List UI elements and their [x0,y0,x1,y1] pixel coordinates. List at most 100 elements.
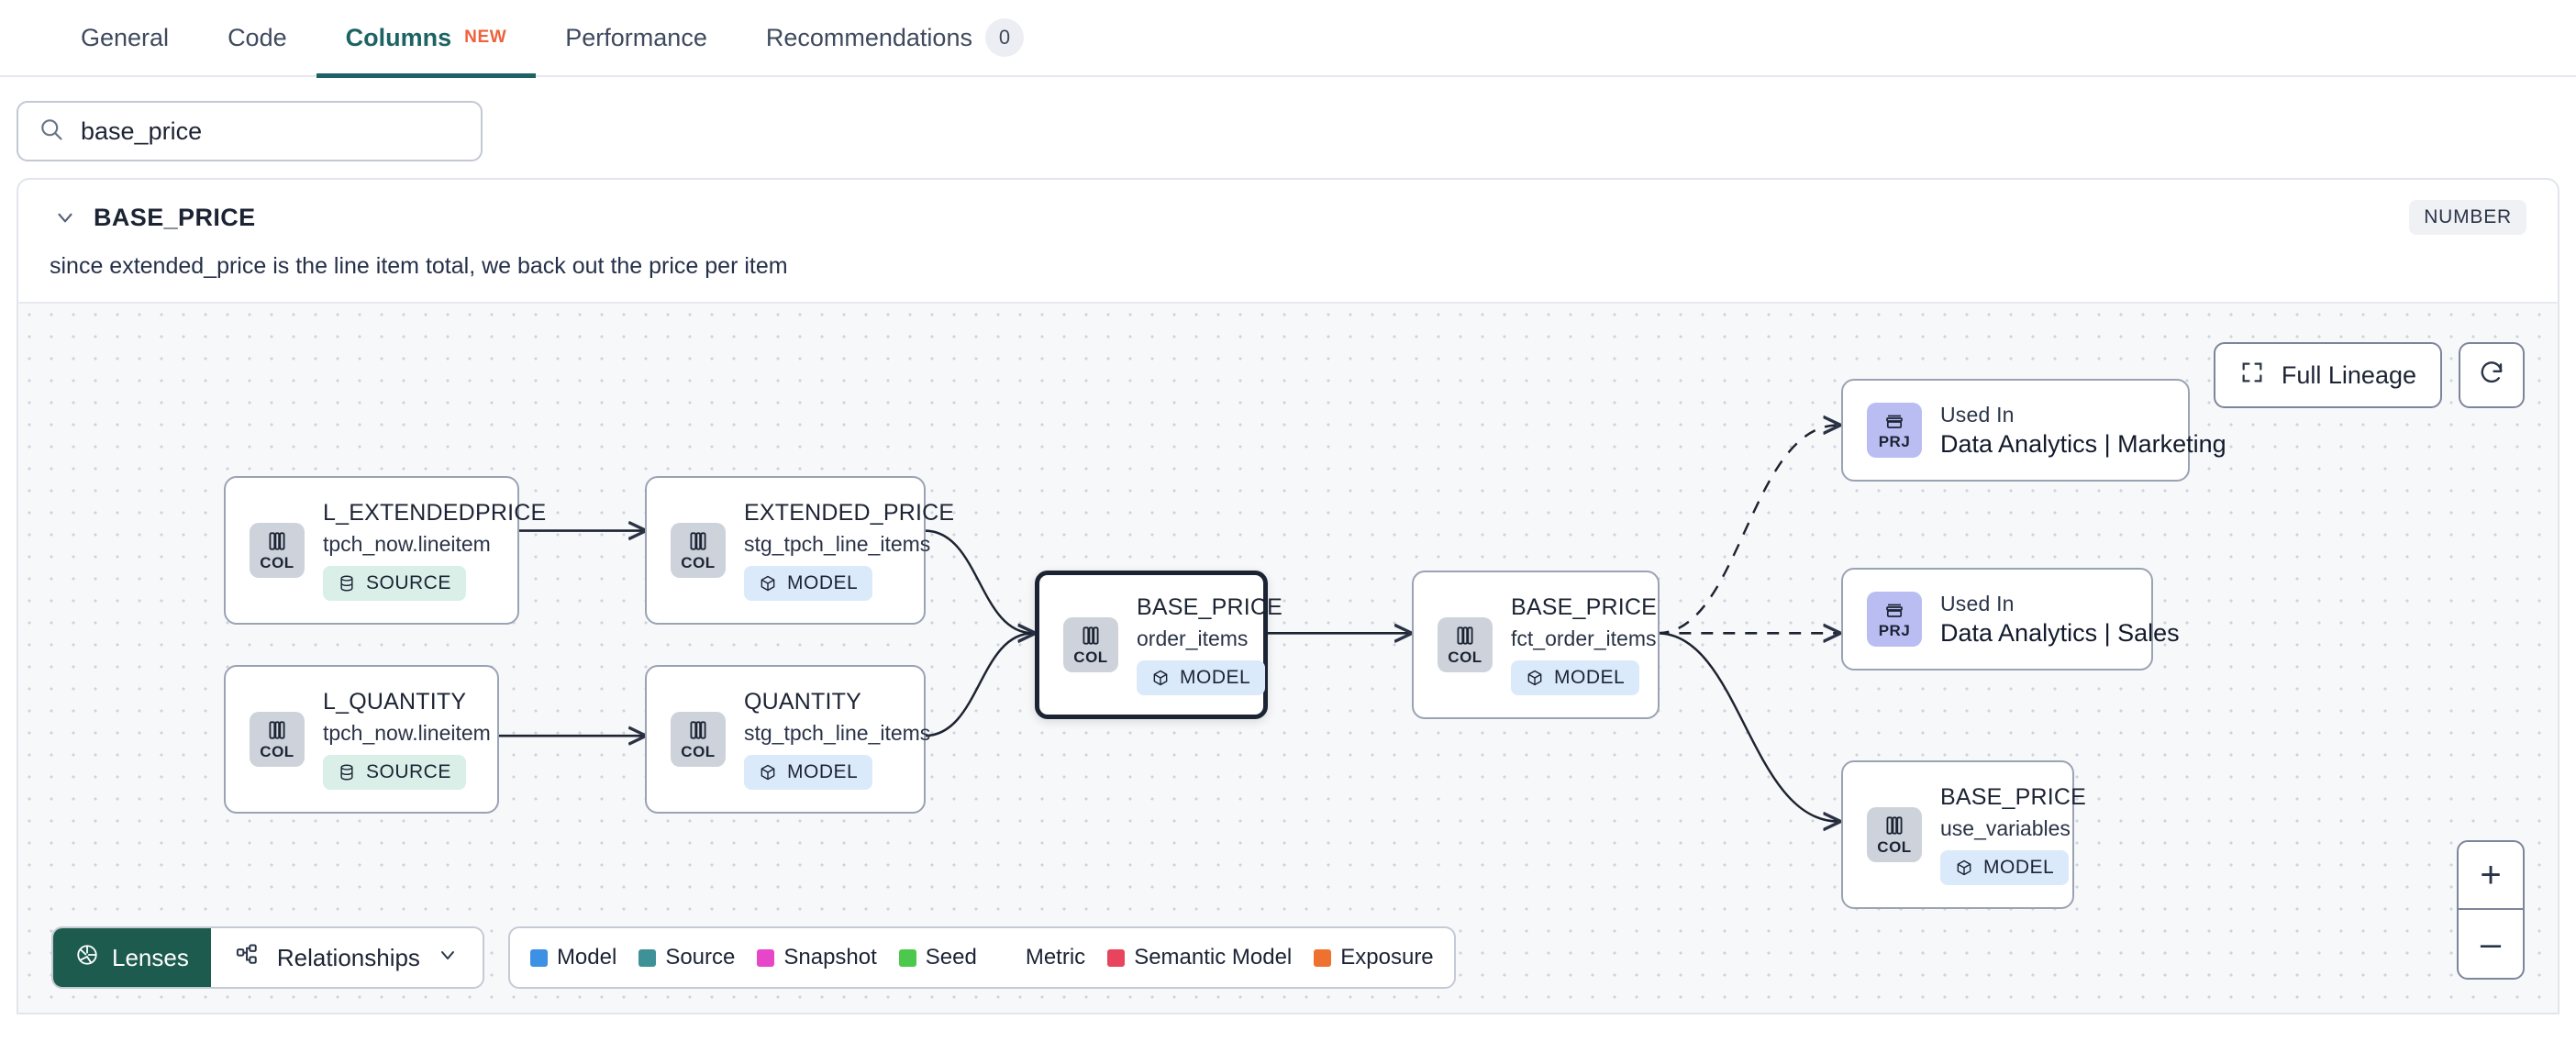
project-icon: PRJ [1867,403,1922,458]
tab-label: General [81,23,170,51]
column-icon: COL [1063,617,1118,672]
legend-item-source: Source [638,945,735,970]
node-usedin-label: Used In [1940,402,2015,427]
zoom-controls: + – [2457,840,2525,980]
lineage-node-l-quantity[interactable]: COL L_QUANTITY tpch_now.lineitem SOURCE [224,665,499,814]
search-input[interactable] [81,116,461,146]
node-type-tag: SOURCE [323,755,466,790]
legend-label: Model [556,945,617,970]
node-badge-label: COL [681,553,716,571]
node-title: BASE_PRICE [1137,594,1283,620]
tab-label: Recommendations [765,23,972,51]
node-type-tag: MODEL [1511,660,1640,695]
lineage-node-base-price-order-items[interactable]: COL BASE_PRICE order_items MODEL [1035,571,1282,719]
search-icon [39,116,64,147]
node-subtitle: order_items [1137,626,1249,650]
lineage-node-base-price-use-variables[interactable]: COL BASE_PRICE use_variables MODEL [1841,760,2086,909]
tab-bar: General Code Columns NEW Performance Rec… [0,0,2576,78]
relationships-dropdown[interactable]: Relationships [211,928,483,987]
legend-item-semantic-model: Semantic Model [1107,945,1292,970]
node-type-tag: MODEL [1137,660,1266,695]
node-usedin-label: Used In [1940,591,2015,615]
legend-item-metric: Metric [999,945,1085,970]
node-badge-label: PRJ [1878,432,1911,450]
legend-item-model: Model [529,945,617,970]
node-subtitle: fct_order_items [1511,626,1657,650]
relationships-icon [235,942,261,974]
tab-columns[interactable]: Columns NEW [316,0,537,78]
node-tag-label: MODEL [1554,667,1626,688]
cube-icon [761,575,775,592]
page-title: BASE_PRICE [94,203,256,231]
cube-icon [1153,670,1168,686]
tab-label: Performance [565,23,707,51]
node-type-tag: MODEL [744,755,873,790]
node-type-legend: Model Source Snapshot Seed Metric [507,926,1456,989]
legend-item-seed: Seed [898,945,977,970]
tab-general[interactable]: General [51,0,198,76]
legend-label: Metric [1025,945,1086,970]
node-type-tag: SOURCE [323,566,466,601]
legend-swatch [1107,948,1126,967]
lineage-node-base-price-fct-order-items[interactable]: COL BASE_PRICE fct_order_items MODEL [1412,571,1660,719]
chevron-down-icon[interactable] [50,202,81,233]
node-subtitle: tpch_now.lineitem [323,532,491,556]
node-badge-label: COL [1073,648,1108,666]
legend-swatch [638,948,657,967]
node-tag-label: MODEL [787,572,859,593]
node-title: BASE_PRICE [1511,594,1658,620]
zoom-in-button[interactable]: + [2459,842,2523,910]
column-icon: COL [1438,617,1493,672]
legend-label: Exposure [1340,945,1434,970]
tab-recommendations[interactable]: Recommendations 0 [737,0,1053,76]
legend-item-exposure: Exposure [1314,945,1434,970]
cube-icon [761,764,775,781]
legend-swatch [999,949,1016,967]
lineage-node-project-sales[interactable]: PRJ Used In Data Analytics | Sales [1841,568,2180,671]
lineage-canvas[interactable]: COL L_EXTENDEDPRICE tpch_now.lineitem SO… [18,302,2558,1013]
column-icon: COL [250,523,305,578]
search-box[interactable] [17,101,483,161]
cube-icon [1957,859,1971,876]
legend-label: Snapshot [783,945,877,970]
column-icon: COL [250,712,305,767]
node-project-name: Data Analytics | Sales [1940,618,2180,647]
full-lineage-button[interactable]: Full Lineage [2213,342,2442,408]
legend-swatch [529,948,548,967]
column-icon: COL [671,523,726,578]
cube-icon [1527,670,1542,686]
node-tag-label: MODEL [1983,857,2055,878]
column-icon: COL [671,712,726,767]
project-icon: PRJ [1867,592,1922,647]
column-detail-panel: BASE_PRICE NUMBER since extended_price i… [17,178,2559,1014]
node-badge-label: COL [260,553,294,571]
node-title: L_QUANTITY [323,689,467,715]
zoom-out-button[interactable]: – [2480,923,2502,964]
lineage-node-l-extendedprice[interactable]: COL L_EXTENDEDPRICE tpch_now.lineitem SO… [224,476,546,625]
node-badge-label: COL [260,742,294,760]
lineage-edges [498,304,2558,1013]
node-tag-label: SOURCE [366,761,451,782]
canvas-bottom-bar: Lenses Relationships [51,926,1456,989]
node-project-name: Data Analytics | Marketing [1940,429,2226,458]
column-description: since extended_price is the line item to… [50,253,788,279]
lineage-node-project-marketing[interactable]: PRJ Used In Data Analytics | Marketing [1841,379,2226,482]
lenses-button[interactable]: Lenses [53,928,211,987]
lineage-node-extended-price[interactable]: COL EXTENDED_PRICE stg_tpch_line_items M… [645,476,954,625]
tab-performance[interactable]: Performance [536,0,737,76]
node-title: BASE_PRICE [1940,784,2087,810]
column-type-badge: NUMBER [2409,200,2526,235]
tab-code[interactable]: Code [198,0,316,76]
node-type-tag: MODEL [1940,850,2070,885]
full-lineage-label: Full Lineage [2281,360,2416,389]
refresh-button[interactable] [2459,342,2525,408]
lineage-node-quantity[interactable]: COL QUANTITY stg_tpch_line_items MODEL [645,665,930,814]
node-type-tag: MODEL [744,566,873,601]
database-icon [340,764,353,781]
node-subtitle: stg_tpch_line_items [744,532,931,556]
legend-item-snapshot: Snapshot [757,945,877,970]
node-title: QUANTITY [744,689,861,715]
legend-swatch [757,948,775,967]
node-badge-label: COL [1877,837,1912,856]
expand-icon [2239,360,2265,392]
